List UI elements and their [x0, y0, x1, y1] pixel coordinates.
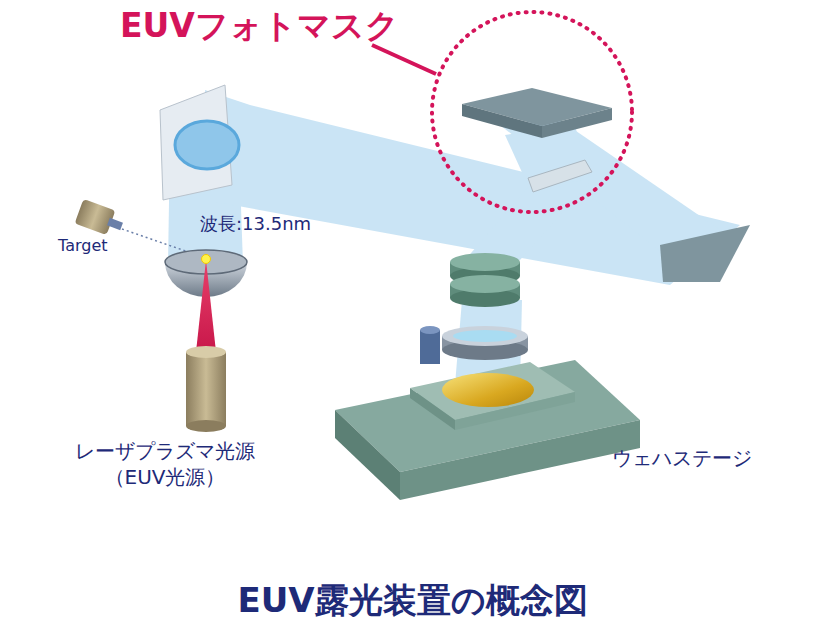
wafer-stage — [335, 360, 640, 500]
projection-optics — [442, 253, 528, 360]
part-label: レーザプラズマ光源 （EUV光源） — [60, 438, 270, 490]
highlight-circle — [432, 12, 632, 212]
relay-mirror — [528, 160, 592, 192]
mirror-lens — [175, 121, 239, 169]
laser-beam — [196, 260, 216, 352]
part-label: ウェハステージ — [612, 446, 752, 470]
callout-label: EUVフォトマスク — [120, 6, 399, 46]
wafer — [442, 373, 534, 407]
leader-line — [372, 45, 436, 74]
part-label: Target — [58, 236, 108, 255]
plasma-point — [202, 255, 211, 264]
diagram-title: EUV露光装置の概念図 — [0, 580, 825, 621]
sensor — [420, 326, 440, 364]
wavelength-label: 波長:13.5nm — [200, 213, 311, 235]
euv-beam — [168, 90, 740, 385]
laser-source — [186, 346, 226, 432]
fold-mirror — [660, 225, 750, 282]
